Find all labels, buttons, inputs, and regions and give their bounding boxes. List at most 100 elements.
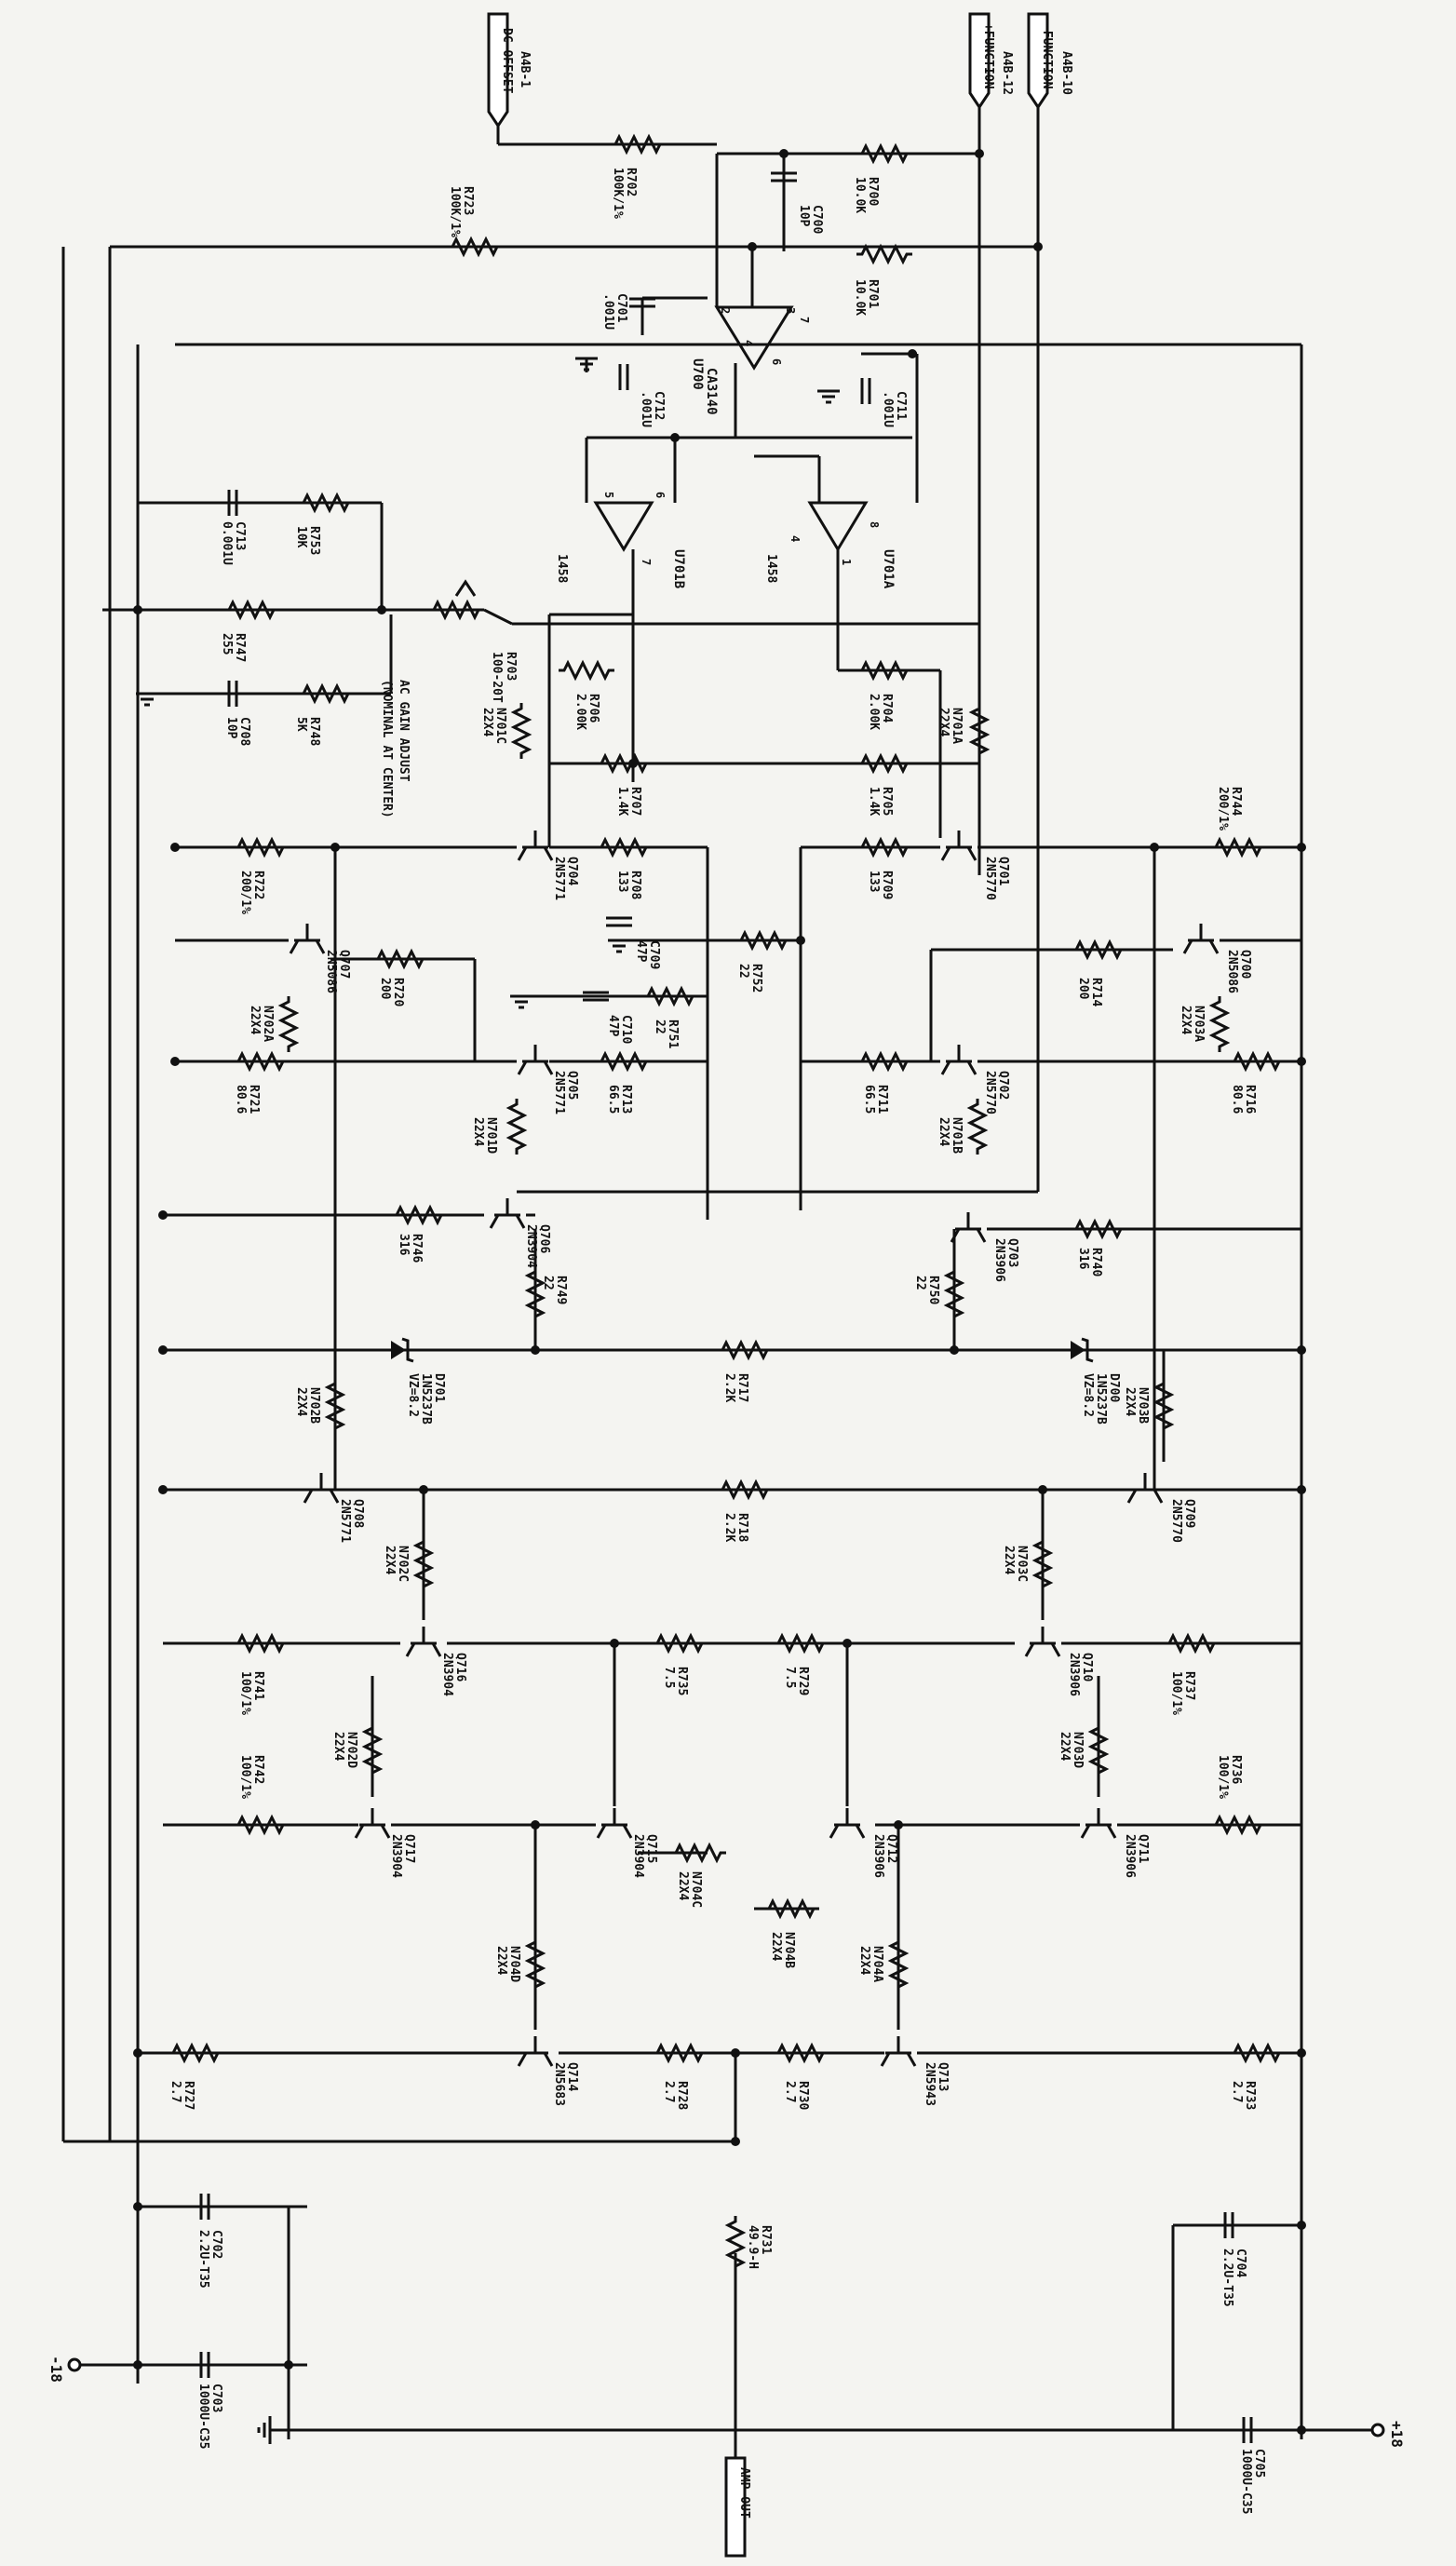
component-c711[interactable]: C711.001U	[860, 378, 908, 427]
connector-dc-offset[interactable]: DC OFFSET A4B-1	[487, 12, 532, 128]
opamp-u701b[interactable]: U701B 1458	[555, 501, 686, 588]
connector-amp-out[interactable]: AMP OUT	[724, 2456, 751, 2558]
component-c712[interactable]: C712.001U	[618, 364, 666, 427]
component-r728-ref: R728	[675, 2081, 689, 2110]
opamp-u700[interactable]: U700 CA3140	[690, 305, 794, 415]
connector-plus-function[interactable]: +FUNCTION A4B-12	[968, 12, 1014, 110]
component-r722-value: 200/1%	[238, 871, 252, 914]
component-n703b-value: 22X4	[1123, 1387, 1137, 1416]
opamp-u701a[interactable]: U701A 1458	[764, 501, 896, 589]
pot-r703[interactable]: R703 100-20T AC GAIN ADJUST (NOMINAL AT …	[380, 579, 518, 818]
connector-minus-function[interactable]: -FUNCTION A4B-10	[1027, 12, 1073, 110]
pot-r703-ref: R703	[504, 652, 518, 681]
component-c701[interactable]: C701.001U	[601, 293, 655, 330]
